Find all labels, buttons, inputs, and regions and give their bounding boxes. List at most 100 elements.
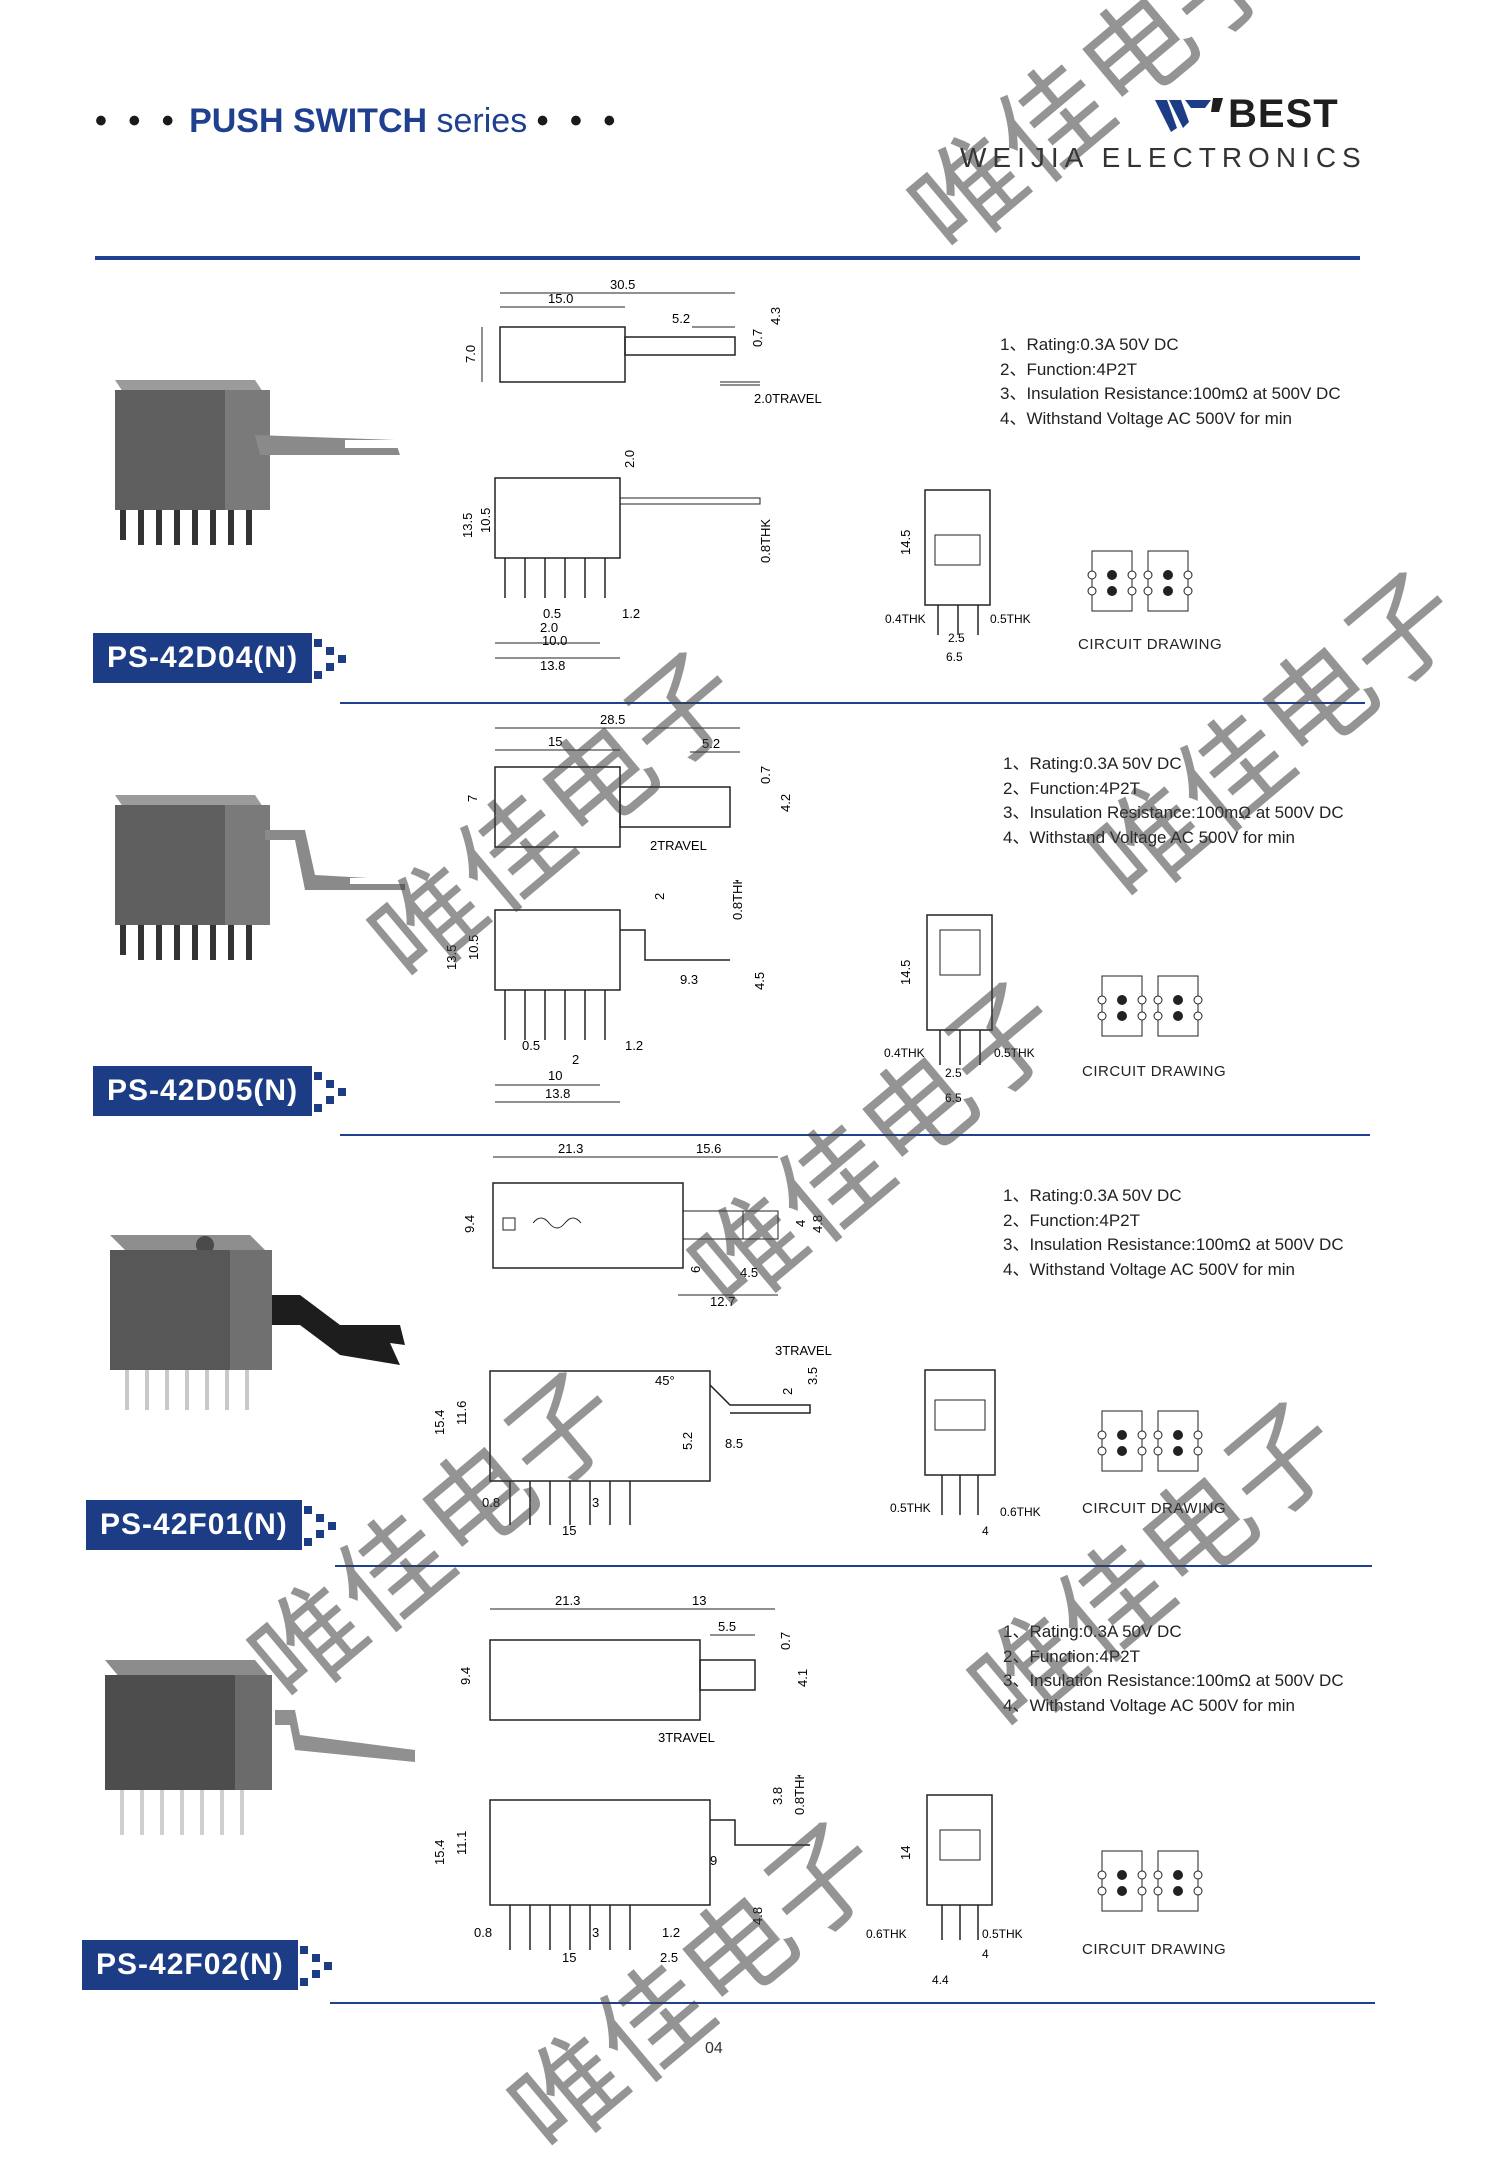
dim-top-2-0: 28.5 — [600, 712, 625, 727]
pixel-arrow-icon — [314, 639, 347, 679]
dim-side-3-5: 11.6 — [454, 1401, 469, 1425]
side-view-drawing-2: 2 13.5 10.5 0.8THK 9.3 4.5 0.5 2 10 13.8… — [444, 880, 767, 1103]
dim-top-4-2: 5.5 — [718, 1619, 736, 1634]
dim-top-2-6: 2TRAVEL — [650, 838, 707, 852]
model-label: PS-42D04(N) — [93, 633, 313, 683]
section-divider — [340, 1134, 1370, 1136]
dim-top-4-6: 3TRAVEL — [658, 1730, 715, 1745]
spec-item: 4、Withstand Voltage AC 500V for min — [1000, 408, 1292, 428]
specs-list-1: 1、Rating:0.3A 50V DC 2、Function:4P2T 3、I… — [1000, 333, 1341, 431]
dim-side-4-9: 15 — [562, 1950, 576, 1965]
dim-top-1-6: 2.0TRAVEL — [754, 391, 822, 406]
title-bold: PUSH SWITCH — [189, 102, 428, 140]
spec-item: 1、Rating:0.3A 50V DC — [1000, 335, 1179, 354]
dim-top-3-2: 9.4 — [462, 1215, 477, 1233]
model-label: PS-42F01(N) — [86, 1500, 302, 1550]
circuit-label-4: CIRCUIT DRAWING — [1082, 1941, 1227, 1958]
dim-top-2-3: 7 — [465, 795, 480, 802]
dim-top-4-1: 13 — [692, 1593, 706, 1608]
dim-side-2-0: 2 — [652, 893, 667, 900]
dim-side-1-4: 0.5 — [543, 606, 561, 621]
brand-name: BEST — [1228, 92, 1339, 136]
dim-side-3-0: 3TRAVEL — [775, 1343, 832, 1358]
dim-side-3-2: 2 — [780, 1388, 795, 1395]
pixel-arrow-icon — [299, 1946, 332, 1986]
spec-item: 4、Withstand Voltage AC 500V for min — [1003, 827, 1295, 847]
dim-side-2-6: 0.5 — [522, 1038, 540, 1053]
dim-end-1-3: 6.5 — [946, 650, 963, 664]
title-regular: series — [436, 102, 528, 140]
dim-side-4-0: 3.8 — [770, 1787, 785, 1805]
dim-side-2-4: 9.3 — [680, 972, 698, 987]
top-view-drawing-1: 30.5 15.0 5.2 7.0 0.7 4.3 2.0TRAVEL — [463, 277, 822, 406]
circuit-drawing-icon-1 — [1087, 550, 1193, 612]
top-view-drawing-2: 28.5 15 5.2 7 0.7 4.2 2TRAVEL — [465, 712, 793, 852]
side-view-drawing-1: 2.0 13.5 10.5 0.8THK 0.5 2.0 10.0 13.8 1… — [460, 450, 773, 673]
dim-end-1-0: 14.5 — [898, 530, 913, 555]
title-dots-right: • • • — [536, 102, 622, 140]
dim-side-3-3: 3.5 — [805, 1367, 820, 1385]
dim-top-4-5: 4.1 — [795, 1669, 810, 1687]
dim-top-1-4: 0.7 — [750, 329, 765, 347]
model-badge-2: PS-42D05(N) — [93, 1066, 352, 1116]
dim-side-2-8: 10 — [548, 1068, 562, 1083]
dim-side-1-7: 13.8 — [540, 658, 565, 673]
end-view-drawing-2: 14.5 0.4THK 2.5 6.5 0.5THK — [884, 914, 1035, 1105]
dim-side-3-1: 45° — [655, 1373, 675, 1388]
dim-top-2-4: 0.7 — [758, 766, 773, 784]
circuit-label-3: CIRCUIT DRAWING — [1082, 1500, 1227, 1517]
model-badge-4: PS-42F02(N) — [82, 1940, 338, 1990]
dim-side-4-8: 1.2 — [662, 1925, 680, 1940]
dim-side-2-2: 10.5 — [466, 935, 481, 960]
header-divider — [95, 256, 1360, 260]
spec-item: 2、Function:4P2T — [1003, 1646, 1141, 1666]
dim-top-3-3: 4 — [793, 1220, 808, 1227]
circuit-drawing-icon-4 — [1097, 1850, 1203, 1912]
circuit-drawing-icon-2 — [1097, 975, 1203, 1037]
model-label: PS-42D05(N) — [93, 1066, 313, 1116]
specs-list-2: 1、Rating:0.3A 50V DC 2、Function:4P2T 3、I… — [1003, 752, 1344, 850]
spec-item: 1、Rating:0.3A 50V DC — [1003, 1186, 1182, 1205]
dim-side-1-0: 2.0 — [622, 450, 637, 468]
dim-side-1-5: 2.0 — [540, 620, 558, 635]
dim-end-4-4: 4.4 — [932, 1973, 949, 1987]
title-dots-left: • • • — [95, 102, 180, 140]
dim-end-2-0: 14.5 — [898, 960, 913, 985]
pixel-arrow-icon — [303, 1506, 336, 1546]
footer-divider — [330, 2002, 1375, 2004]
dim-end-1-2: 2.5 — [948, 631, 965, 645]
end-view-drawing-4: 14 0.6THK 0.5THK 4 4.4 — [866, 1794, 1023, 1987]
dim-end-2-3: 6.5 — [945, 1091, 962, 1105]
spec-item: 2、Function:4P2T — [1003, 778, 1141, 798]
dim-top-1-0: 30.5 — [610, 277, 635, 292]
dim-top-3-0: 21.3 — [558, 1143, 583, 1156]
dim-side-2-1: 13.5 — [444, 945, 459, 970]
dim-side-2-5: 4.5 — [752, 972, 767, 990]
product-photo-1 — [105, 360, 405, 565]
spec-item: 3、Insulation Resistance:100mΩ at 500V DC — [1003, 1235, 1344, 1254]
dim-side-3-8: 0.8 — [482, 1495, 500, 1510]
dim-top-3-4: 4.8 — [810, 1215, 825, 1233]
dim-side-2-9: 13.8 — [545, 1086, 570, 1101]
dim-side-2-3: 0.8THK — [730, 880, 745, 920]
dim-side-2-10: 1.2 — [625, 1038, 643, 1053]
spec-item: 3、Insulation Resistance:100mΩ at 500V DC — [1003, 803, 1344, 822]
series-title: • • • PUSH SWITCH series • • • — [95, 102, 621, 141]
dim-end-3-0: 0.5THK — [890, 1501, 931, 1515]
brand-subtitle: WEIJIA ELECTRONICS — [960, 142, 1367, 173]
spec-item: 1、Rating:0.3A 50V DC — [1003, 1622, 1182, 1641]
dim-side-4-2: 15.4 — [432, 1840, 447, 1865]
dim-end-2-2: 2.5 — [945, 1066, 962, 1080]
circuit-drawing-icon-3 — [1097, 1410, 1203, 1472]
dim-end-4-2: 0.5THK — [982, 1927, 1023, 1941]
spec-item: 3、Insulation Resistance:100mΩ at 500V DC — [1000, 384, 1341, 403]
dim-end-4-3: 4 — [982, 1947, 989, 1961]
section-divider — [340, 702, 1365, 704]
dim-end-1-4: 0.5THK — [990, 612, 1031, 626]
dim-top-3-5: 6 — [688, 1266, 703, 1273]
dim-side-3-6: 5.2 — [680, 1432, 695, 1450]
dim-side-3-9: 3 — [592, 1495, 599, 1510]
dim-end-4-1: 0.6THK — [866, 1927, 907, 1941]
spec-item: 1、Rating:0.3A 50V DC — [1003, 754, 1182, 773]
product-photo-3 — [100, 1225, 420, 1430]
